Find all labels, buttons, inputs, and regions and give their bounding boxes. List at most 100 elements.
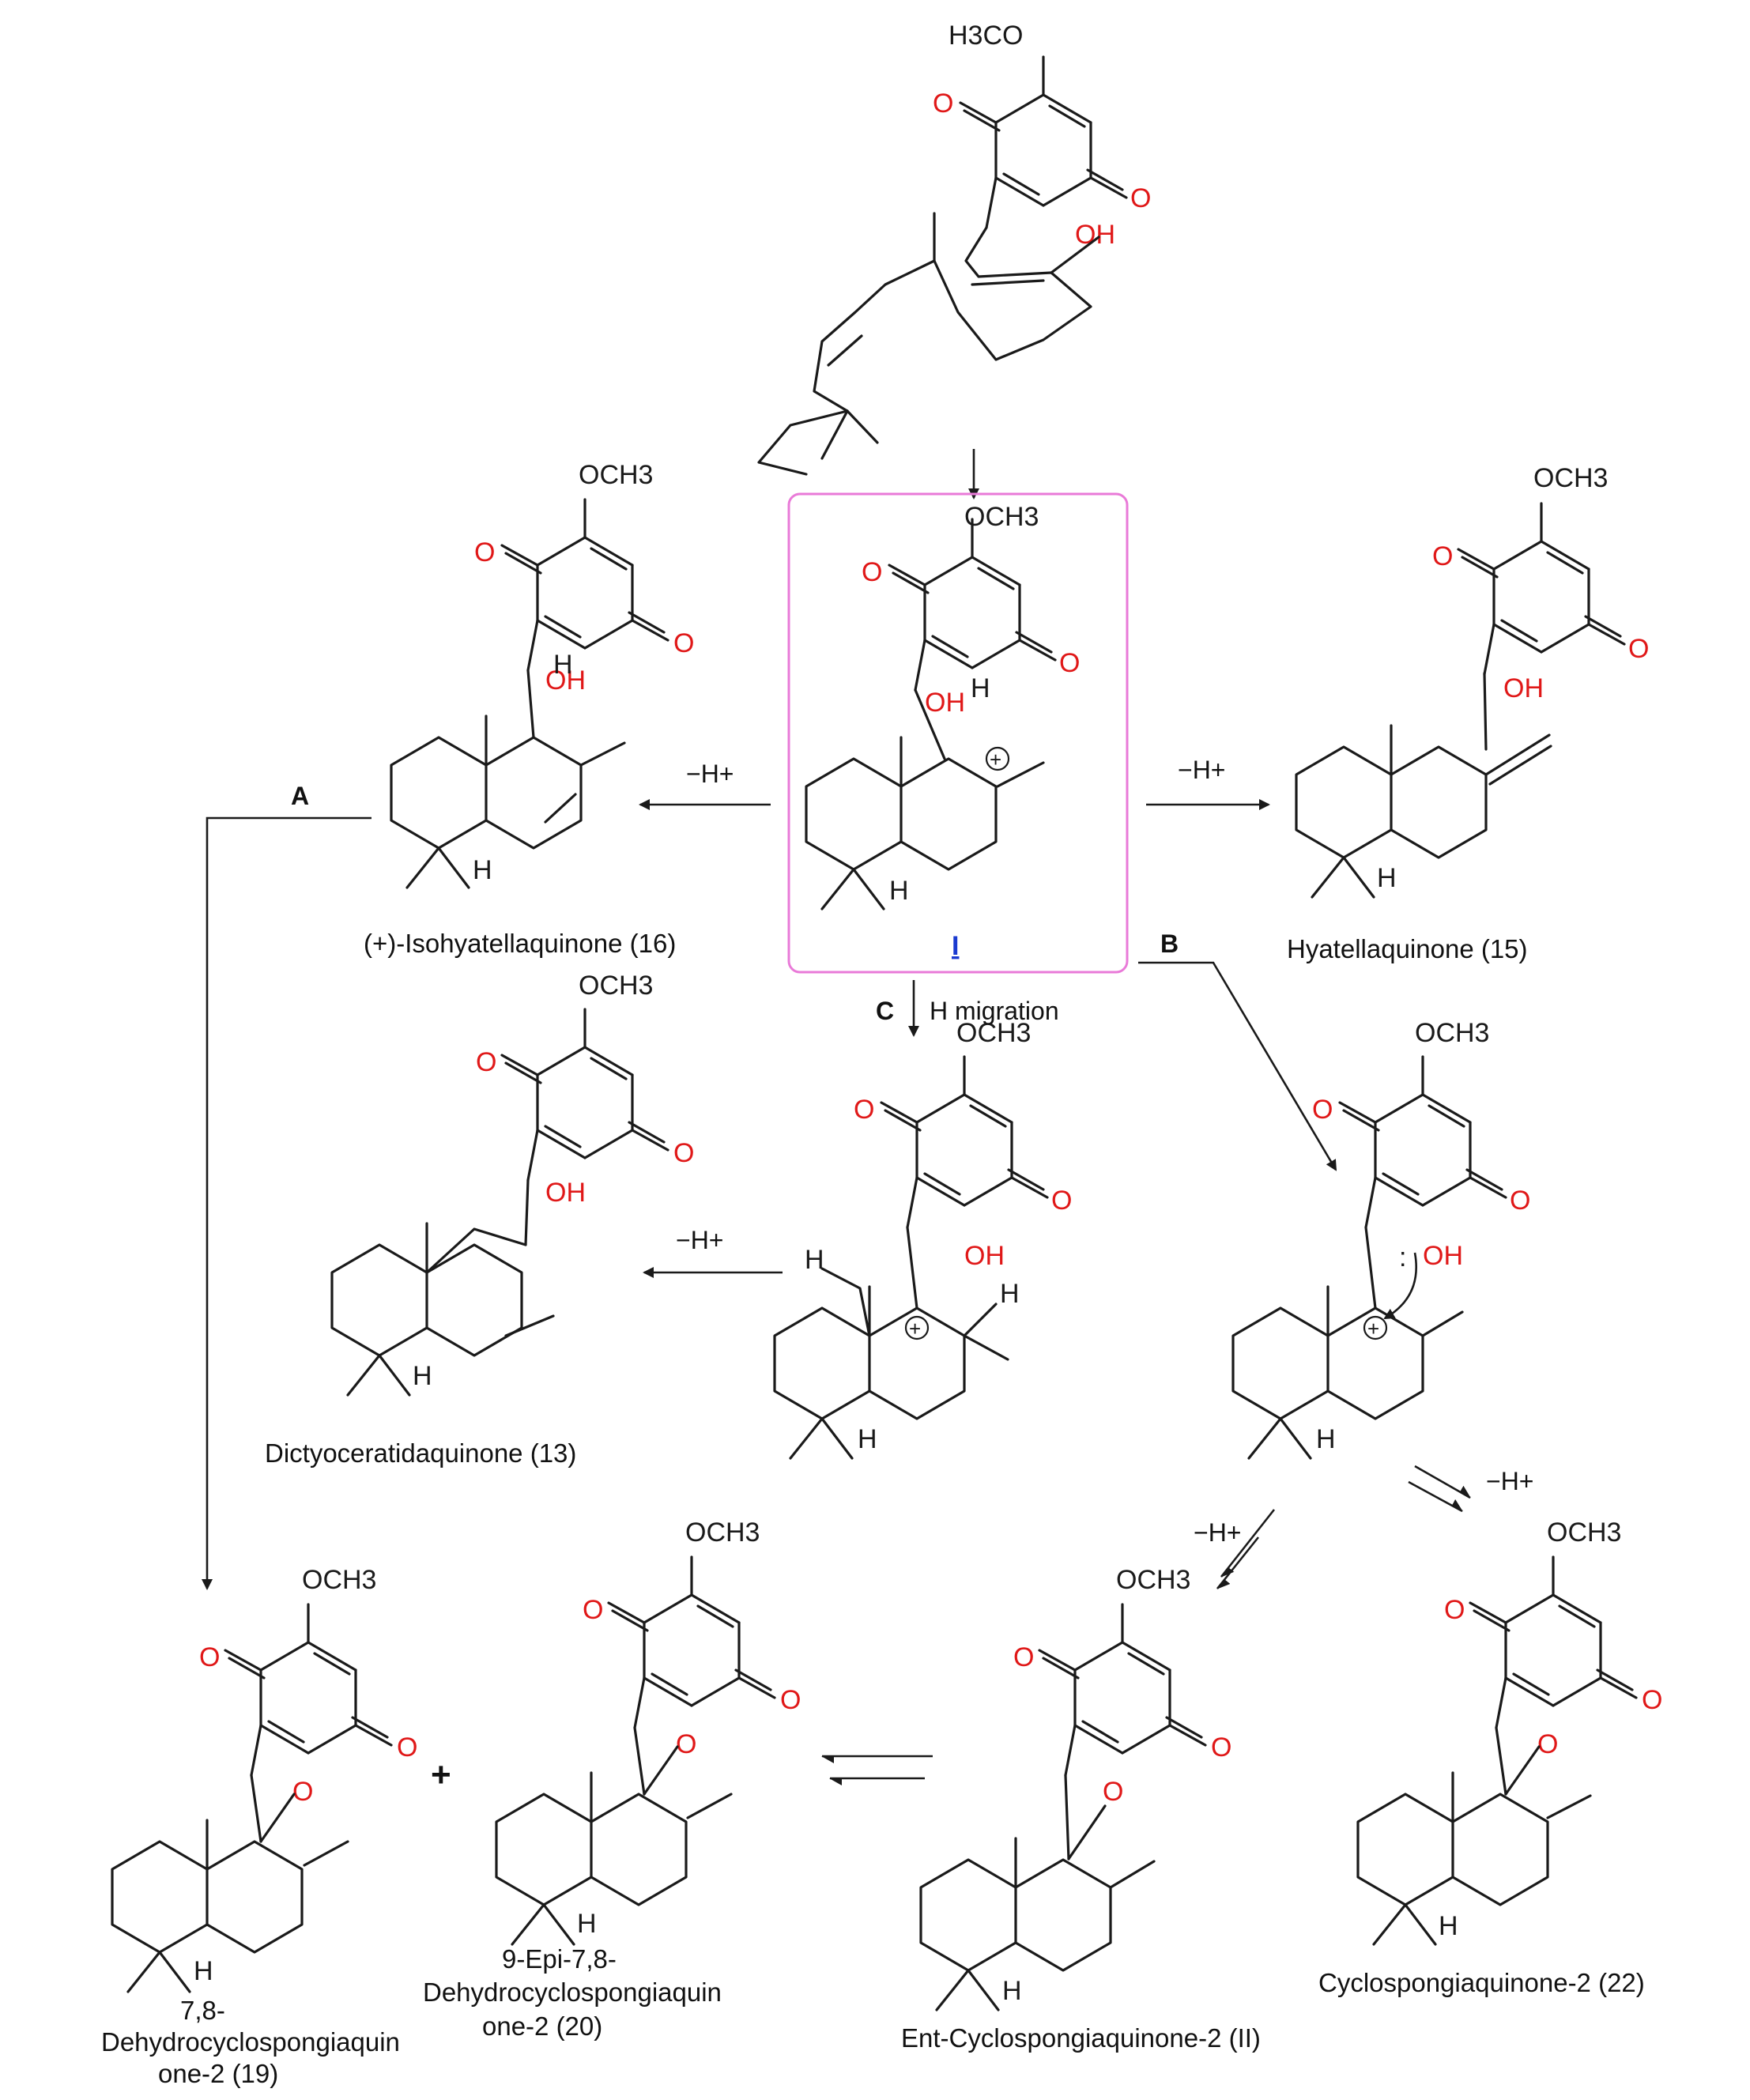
cation-sign: +	[909, 1317, 921, 1340]
hydrogen-label: H	[858, 1424, 877, 1454]
arrow-label: −H+	[1486, 1467, 1533, 1495]
plus-sign: +	[431, 1755, 451, 1794]
hydrogen-label: H	[1439, 1911, 1458, 1941]
methoxy-label: H3CO	[949, 21, 1023, 51]
arrow-to-II-b	[1216, 1536, 1260, 1589]
arrow-to-II	[1220, 1509, 1276, 1578]
compound-19: O O O OCH3 H 7,8- Dehydrocyclospongiaqui…	[101, 1565, 417, 2088]
compound-20-name: Dehydrocyclospongiaquin	[423, 1977, 722, 2007]
oxygen-label: O	[474, 537, 495, 567]
hydroxyl-label: OH	[1423, 1241, 1463, 1271]
ether-oxygen: O	[292, 1777, 313, 1807]
methoxy-label: OCH3	[1533, 463, 1608, 493]
arrow-to-22-b	[1408, 1480, 1463, 1513]
hydrogen-label: H	[971, 673, 990, 703]
starting-material: O O OH H3CO	[757, 21, 1151, 500]
compound-22: O O O OCH3 H Cyclospongiaquinone-2 (22)	[1318, 1518, 1662, 1997]
compound-19-name: one-2 (19)	[158, 2059, 278, 2088]
hydrogen-label: H	[553, 650, 573, 680]
cation-charge	[985, 746, 1010, 771]
path-A-arrow	[202, 816, 371, 1590]
oxygen-label: O	[397, 1732, 417, 1763]
oxygen-label: O	[1510, 1186, 1530, 1216]
hydroxyl-label: OH	[1503, 673, 1544, 703]
hydrogen-label: H	[1000, 1279, 1020, 1309]
compound-15-name: Hyatellaquinone (15)	[1287, 934, 1528, 963]
cation-sign: +	[990, 748, 1001, 771]
oxygen-label: O	[1051, 1186, 1072, 1216]
oxygen-label: O	[1312, 1095, 1333, 1125]
methoxy-label: OCH3	[302, 1565, 376, 1595]
intermediate-B: O O OH : OCH3 + H	[1231, 1018, 1530, 1460]
compound-13: O O OH OCH3 H Dictyoceratidaquinone (13)	[265, 971, 694, 1468]
oxygen-label: O	[673, 1138, 694, 1168]
ether-oxygen: O	[1537, 1729, 1558, 1759]
path-A-label: A	[291, 782, 309, 810]
oxygen-label: O	[1130, 183, 1151, 213]
hydrogen-label: H	[889, 876, 909, 906]
compound-20-name: one-2 (20)	[482, 2011, 602, 2041]
intermediate-label: I	[952, 931, 959, 961]
oxygen-label: O	[1432, 541, 1453, 571]
cation-charge	[904, 1315, 930, 1340]
intermediate-C: O O OH OCH3 H + H H	[773, 1018, 1072, 1460]
compound-22-name: Cyclospongiaquinone-2 (22)	[1318, 1968, 1645, 1997]
cation-charge	[1363, 1315, 1388, 1340]
path-B-arrow	[1138, 961, 1337, 1171]
oxygen-label: O	[1059, 648, 1080, 678]
hydrogen-label: H	[473, 855, 492, 885]
oxygen-label: O	[1211, 1732, 1231, 1763]
hydrogen-label: H	[1002, 1976, 1022, 2006]
compound-II-name: Ent-Cyclospongiaquinone-2 (II)	[901, 2023, 1261, 2053]
compound-19-name: Dehydrocyclospongiaquin	[101, 2027, 400, 2057]
compound-16-name: (+)-Isohyatellaquinone (16)	[364, 929, 676, 958]
oxygen-label: O	[199, 1642, 220, 1672]
methoxy-label: OCH3	[1116, 1565, 1190, 1595]
compound-19-name: 7,8-	[180, 1996, 225, 2025]
hydroxyl-label: OH	[1075, 220, 1115, 250]
intermediate-box	[787, 492, 1129, 974]
compound-16: O O OH OCH3 H H (+)-Isohyatellaquinone (…	[364, 460, 694, 958]
methoxy-label: OCH3	[579, 971, 653, 1001]
arrow-label: −H+	[686, 760, 734, 788]
hydrogen-label: H	[805, 1245, 824, 1275]
compound-20: O O O OCH3 H 9-Epi-7,8- Dehydrocyclospon…	[423, 1518, 801, 2041]
methoxy-label: OCH3	[956, 1018, 1031, 1048]
compound-II: O O O OCH3 H Ent-Cyclospongiaquinone-2 (…	[901, 1565, 1261, 2053]
hydrogen-label: H	[1377, 863, 1397, 893]
oxygen-label: O	[1642, 1685, 1662, 1715]
oxygen-label: O	[1628, 634, 1649, 664]
path-B-label: B	[1160, 929, 1179, 958]
hydrogen-label: H	[1316, 1424, 1336, 1454]
compound-13-name: Dictyoceratidaquinone (13)	[265, 1438, 576, 1468]
methoxy-label: OCH3	[579, 460, 653, 490]
arrow-label: −H+	[676, 1226, 723, 1254]
methoxy-label: OCH3	[1415, 1018, 1489, 1048]
compound-15: O O OH OCH3 H Hyatellaquinone (15)	[1287, 463, 1649, 963]
arrow-to-22	[1414, 1465, 1471, 1499]
lone-pair: :	[1399, 1242, 1406, 1272]
oxygen-label: O	[780, 1685, 801, 1715]
intermediate-I: O O OH OCH3 H + H I	[805, 502, 1080, 961]
arrow-label: −H+	[1194, 1518, 1241, 1547]
methoxy-label: OCH3	[685, 1518, 760, 1548]
hydrogen-label: H	[577, 1909, 597, 1939]
hydroxyl-label: OH	[925, 688, 965, 718]
oxygen-label: O	[933, 89, 953, 119]
oxygen-label: O	[673, 628, 694, 658]
oxygen-label: O	[476, 1047, 496, 1077]
path-C-label: C	[876, 997, 894, 1025]
migration-label: H migration	[930, 997, 1059, 1025]
oxygen-label: O	[862, 557, 882, 587]
hydrogen-label: H	[413, 1361, 432, 1391]
hydroxyl-label: OH	[964, 1241, 1005, 1271]
oxygen-label: O	[854, 1095, 874, 1125]
methoxy-label: OCH3	[1547, 1518, 1621, 1548]
ether-oxygen: O	[1103, 1777, 1123, 1807]
compound-20-name: 9-Epi-7,8-	[502, 1944, 617, 1974]
methoxy-label: OCH3	[964, 502, 1039, 532]
hydroxyl-label: OH	[545, 665, 586, 696]
oxygen-label: O	[583, 1595, 603, 1625]
cation-sign: +	[1367, 1317, 1379, 1340]
